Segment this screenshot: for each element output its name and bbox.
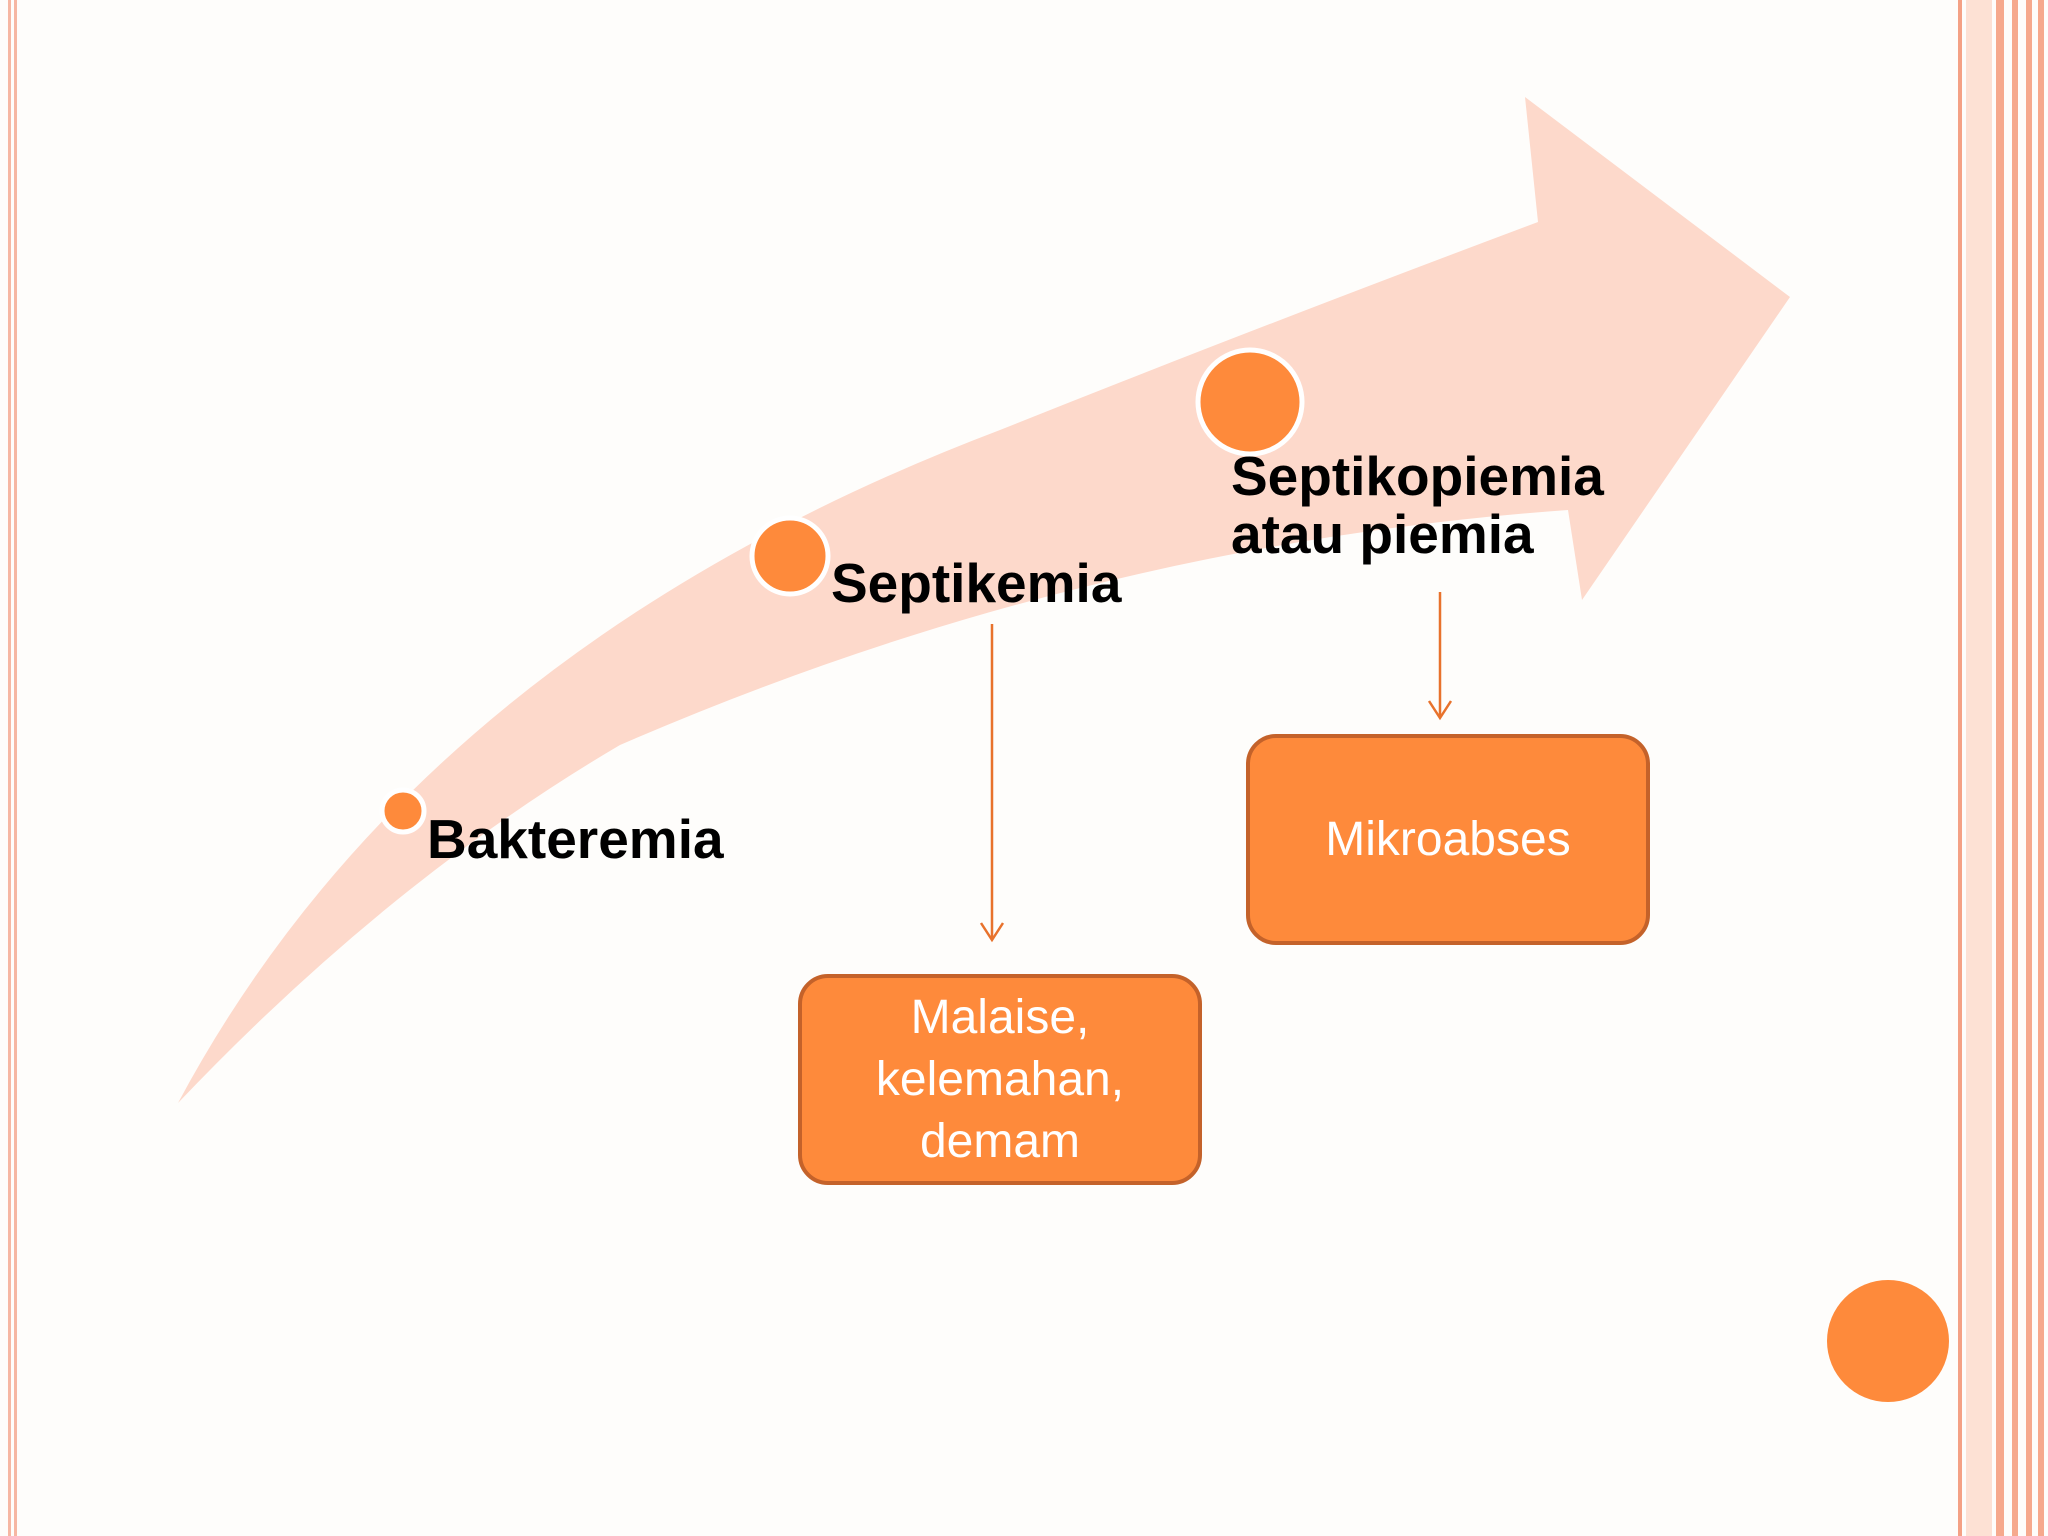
stage-marker-septikemia	[749, 515, 831, 597]
right-frame-stripe	[1996, 0, 2004, 1536]
outcome-label-mikroabses: Mikroabses	[1325, 812, 1571, 866]
stage-marker-bakteremia	[379, 787, 427, 835]
connector-arrow-septikemia	[979, 624, 1005, 943]
stage-label-septikopiemia: Septikopiemia atau piemia	[1231, 445, 1604, 565]
progression-arrow	[178, 97, 1790, 1103]
stage-label-bakteremia: Bakteremia	[427, 808, 724, 870]
decorative-circle	[1827, 1280, 1949, 1402]
connector-arrow-septikopiemia	[1427, 592, 1453, 721]
left-frame-stripe	[8, 0, 11, 1536]
left-frame-stripe	[14, 0, 17, 1536]
outcome-box-mikroabses: Mikroabses	[1246, 734, 1650, 945]
right-frame-stripe	[2038, 0, 2044, 1536]
stage-label-septikemia: Septikemia	[831, 552, 1122, 614]
right-frame-stripe	[2026, 0, 2032, 1536]
right-frame-stripe	[2012, 0, 2018, 1536]
right-frame-band	[1966, 0, 1992, 1536]
right-frame-stripe	[1958, 0, 1962, 1536]
stage-marker-septikopiemia	[1195, 347, 1305, 457]
outcome-box-malaise: Malaise, kelemahan, demam	[798, 974, 1202, 1185]
outcome-label-malaise: Malaise, kelemahan, demam	[875, 990, 1125, 1168]
